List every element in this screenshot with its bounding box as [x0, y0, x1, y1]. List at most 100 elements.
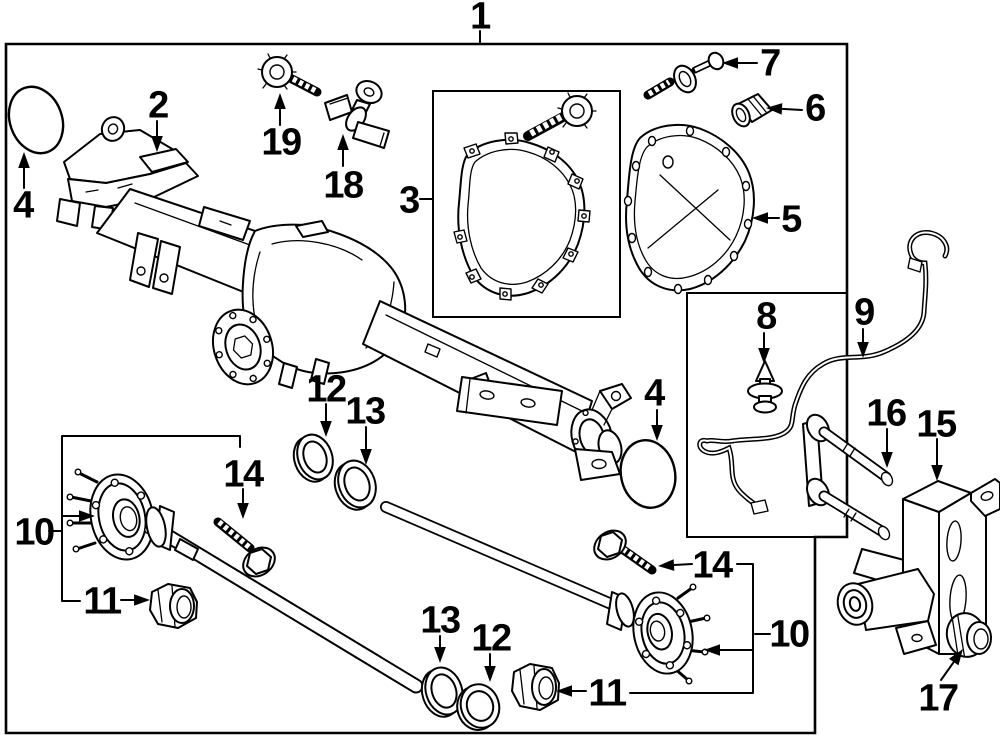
callout-14-label: 14 — [692, 545, 733, 587]
o-ring-right — [619, 439, 677, 509]
arrowhead-icon — [766, 103, 783, 115]
bolt-19-drawing — [257, 53, 322, 97]
callout-12: 12 — [306, 369, 347, 437]
gasket-bolt-drawing — [523, 92, 597, 141]
callout-9-label: 9 — [854, 292, 874, 334]
diff-lock-actuator — [836, 568, 937, 655]
callout-13-label: 13 — [420, 600, 460, 642]
callout-3: 3 — [399, 180, 433, 222]
arrowhead-icon — [752, 212, 768, 224]
callout-17-label: 17 — [918, 678, 958, 720]
callout-13: 13 — [345, 391, 386, 465]
callout-19: 19 — [261, 93, 302, 164]
callout-6: 6 — [766, 88, 827, 130]
wheel-stud-left — [213, 517, 276, 578]
arrowhead-icon — [651, 425, 663, 441]
pinion-flange — [212, 308, 274, 386]
callout-12: 12 — [471, 618, 512, 682]
callout-11-label: 11 — [83, 581, 122, 623]
callout-7-label: 7 — [760, 43, 780, 85]
callout-18: 18 — [323, 134, 364, 207]
callout-1: 1 — [470, 0, 493, 44]
arrowhead-icon — [151, 136, 163, 152]
arrowhead-icon — [274, 93, 286, 109]
wheel-stud-right — [593, 529, 657, 575]
arrowhead-icon — [134, 594, 150, 606]
axle-vent-drawing — [643, 51, 725, 100]
seal-13-lower — [420, 666, 464, 718]
callout-16-label: 16 — [866, 393, 906, 435]
callout-10-label: 10 — [14, 512, 54, 554]
axle-shaft-right-drawing — [380, 501, 711, 685]
arrowhead-icon — [337, 134, 349, 150]
axle-bracket-drawing — [836, 478, 1000, 655]
arrowhead-icon — [556, 685, 572, 697]
arrowhead-icon — [658, 559, 675, 571]
cover-bolt-holes — [623, 125, 753, 295]
callout-10: 10 — [14, 435, 241, 602]
seal-12-upper — [292, 433, 334, 483]
arrowhead-icon — [758, 348, 770, 364]
callout-8: 8 — [756, 296, 778, 364]
callout-12-label: 12 — [471, 618, 511, 660]
callout-4-label: 4 — [644, 373, 665, 415]
callout-19-label: 19 — [261, 122, 301, 164]
callout-10: 10 — [629, 563, 810, 694]
callout-3-label: 3 — [399, 180, 419, 222]
callout-15-label: 15 — [916, 404, 957, 446]
callout-13: 13 — [420, 600, 461, 663]
arrowhead-icon — [704, 644, 720, 656]
callout-14-label: 14 — [223, 454, 264, 496]
callout-1-label: 1 — [470, 0, 491, 38]
cover-gasket-drawing — [453, 92, 597, 301]
arrowhead-icon — [949, 649, 963, 666]
o-ring-left — [7, 85, 65, 155]
arrowhead-icon — [237, 503, 249, 519]
callout-17: 17 — [918, 649, 963, 720]
callout-12-label: 12 — [306, 369, 346, 411]
differential-cover-drawing — [623, 123, 755, 295]
callout-11: 11 — [83, 581, 150, 623]
callout-14: 14 — [658, 545, 734, 587]
callout-16: 16 — [866, 393, 907, 468]
callout-14: 14 — [223, 454, 265, 519]
arrowhead-icon — [320, 421, 332, 437]
callout-5: 5 — [752, 199, 804, 241]
arrowhead-icon — [484, 666, 496, 682]
callout-6-label: 6 — [805, 88, 825, 130]
callout-18-label: 18 — [323, 165, 363, 207]
arrowhead-icon — [18, 152, 30, 168]
callout-4-label: 4 — [13, 185, 34, 227]
arrowhead-icon — [881, 452, 893, 468]
callout-13-label: 13 — [345, 391, 385, 433]
callout-11: 11 — [556, 673, 628, 715]
callout-9: 9 — [854, 292, 876, 358]
callout-11-label: 11 — [588, 673, 627, 715]
callout-7: 7 — [722, 43, 782, 85]
axle-nut-right — [511, 663, 560, 711]
axle-shaft-left-drawing — [66, 468, 424, 694]
axle-housing-drawing — [56, 116, 632, 481]
callout-8-label: 8 — [756, 296, 776, 338]
callout-2: 2 — [148, 85, 170, 152]
axle-nut-left — [149, 583, 198, 629]
arrowhead-icon — [434, 647, 446, 663]
inset-box-hose — [686, 292, 848, 538]
shackle-bolts-drawing — [802, 413, 894, 541]
arrowhead-icon — [931, 465, 943, 481]
flange-nut-17 — [945, 612, 992, 658]
retainer-clip-drawing — [747, 360, 783, 414]
callout-15: 15 — [916, 404, 958, 481]
inset-box-gasket — [432, 90, 621, 318]
arrowhead-icon — [722, 57, 738, 69]
callout-4: 4 — [644, 373, 667, 441]
callout-10-label: 10 — [769, 614, 809, 656]
arrowhead-icon — [360, 449, 372, 465]
abs-sensor-drawing — [324, 80, 390, 149]
callout-5-label: 5 — [781, 199, 802, 241]
callout-4: 4 — [13, 152, 36, 227]
gasket-bolt-tabs — [453, 132, 591, 301]
